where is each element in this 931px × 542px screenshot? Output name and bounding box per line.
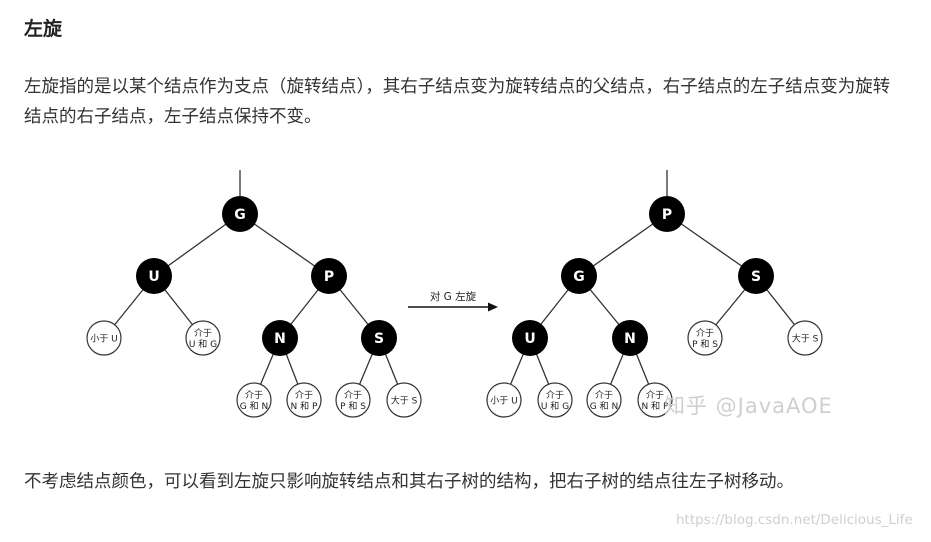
before-leaf-between-g-n: 介于G 和 N [236,382,272,418]
before-node-u-label: U [148,269,159,285]
after-node-g: G [561,258,597,294]
after-leaf-between-g-n-text-1: 介于 [595,390,613,401]
before-leaf-between-g-n-text-1: 介于 [245,390,263,401]
after-leaf-between-p-s-text-2: P 和 S [692,339,718,350]
after-leaf-less-than-u-text-1: 小于 U [490,396,517,407]
after-leaf-between-n-p-text-2: N 和 P [642,401,669,412]
before-leaf-less-than-u: 小于 U [86,320,122,356]
after-edge-p-s [666,213,757,277]
before-leaf-between-n-p: 介于N 和 P [286,382,322,418]
after-leaf-between-u-g: 介于U 和 G [537,382,573,418]
section-heading: 左旋 [24,18,63,40]
before-node-u: U [136,258,172,294]
after-node-u: U [512,320,548,356]
rotation-arrow: 对 G 左旋 [408,290,498,312]
before-leaf-between-u-g-text-1: 介于 [194,328,212,339]
after-node-u-label: U [524,331,535,347]
after-leaf-between-g-n: 介于G 和 N [586,382,622,418]
before-leaf-between-p-s-text-2: P 和 S [340,401,366,412]
before-leaf-between-p-s: 介于P 和 S [335,382,371,418]
before-leaf-less-than-u-text-1: 小于 U [90,334,117,345]
after-leaf-between-p-s: 介于P 和 S [687,320,723,356]
before-leaf-between-g-n-text-2: G 和 N [240,401,268,412]
before-node-s-label: S [374,331,384,347]
after-node-p-label: P [662,207,672,223]
after-leaf-greater-than-s-text-1: 大于 S [792,333,819,345]
after-node-n-label: N [624,331,636,347]
after-leaf-between-g-n-text-2: G 和 N [590,401,618,412]
after-node-p: P [649,196,685,232]
zhihu-watermark: 知乎 @JavaAOE [664,394,833,418]
before-node-s: S [361,320,397,356]
before-node-g: G [222,196,258,232]
after-leaf-between-u-g-text-2: U 和 G [541,401,569,412]
url-watermark: https://blog.csdn.net/Delicious_Life [676,512,913,528]
before-leaf-between-u-g-text-2: U 和 G [189,339,217,350]
before-leaf-greater-than-s-text-1: 大于 S [391,395,418,407]
after-node-s-label: S [751,269,761,285]
before-leaf-greater-than-s: 大于 S [386,382,422,418]
after-leaf-between-n-p-text-1: 介于 [646,390,664,401]
after-leaf-greater-than-s: 大于 S [787,320,823,356]
paragraph-summary: 不考虑结点颜色，可以看到左旋只影响旋转结点和其右子树的结构，把右子树的结点往左子… [24,472,794,492]
before-node-g-label: G [234,207,246,223]
after-node-n: N [612,320,648,356]
before-node-p-label: P [324,269,334,285]
paragraph-intro: 左旋指的是以某个结点作为支点（旋转结点），其右子结点变为旋转结点的父结点，右子结… [24,77,891,127]
after-node-g-label: G [573,269,585,285]
before-leaf-between-n-p-text-1: 介于 [295,390,313,401]
before-leaf-between-n-p-text-2: N 和 P [291,401,318,412]
before-leaf-between-u-g: 介于U 和 G [185,320,221,356]
before-edge-g-p [239,213,330,277]
before-node-n: N [262,320,298,356]
rotation-arrow-label: 对 G 左旋 [430,290,477,303]
after-leaf-between-u-g-text-1: 介于 [546,390,564,401]
before-leaf-between-p-s-text-1: 介于 [344,390,362,401]
after-leaf-less-than-u: 小于 U [486,382,522,418]
before-node-n-label: N [274,331,286,347]
after-leaf-between-n-p: 介于N 和 P [637,382,673,418]
before-node-p: P [311,258,347,294]
after-leaf-between-p-s-text-1: 介于 [696,328,714,339]
after-node-s: S [738,258,774,294]
